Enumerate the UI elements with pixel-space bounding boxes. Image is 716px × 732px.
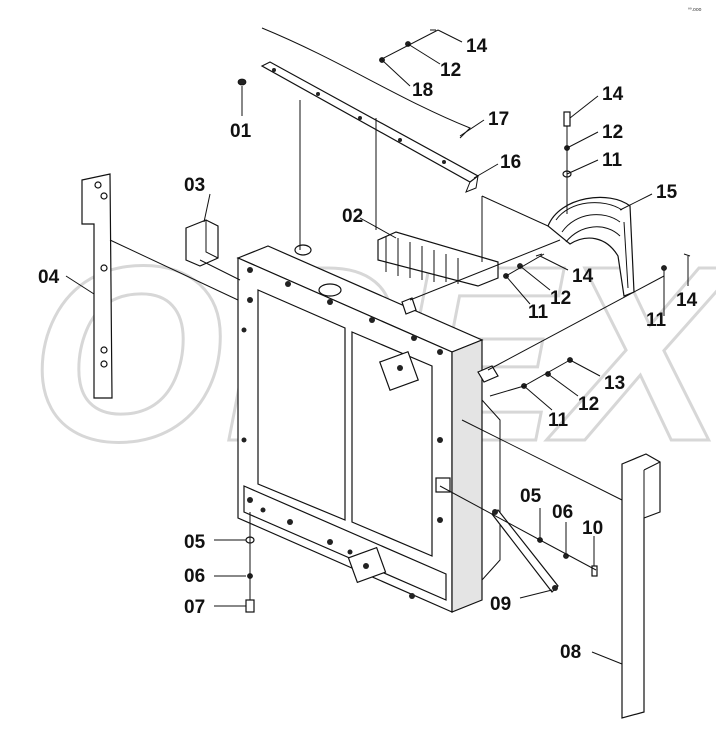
callout-02: 02 xyxy=(342,206,363,227)
part-17-wire xyxy=(261,27,471,139)
part-15-fan-guard xyxy=(547,196,635,297)
part-08-bar xyxy=(621,453,661,719)
callout-11-mid: 11 xyxy=(528,302,549,323)
callout-14-top: 14 xyxy=(466,36,488,57)
callout-15: 15 xyxy=(656,182,678,203)
callout-12-right-stack: 12 xyxy=(602,122,623,143)
callout-12-lower: 12 xyxy=(578,394,599,415)
callout-07: 07 xyxy=(184,597,205,618)
small-tab xyxy=(401,297,417,315)
callout-16: 16 xyxy=(500,152,521,173)
callout-03: 03 xyxy=(184,175,205,196)
part-02-fan-guard xyxy=(377,231,499,287)
part-09-stay-rod xyxy=(435,477,559,593)
callout-04: 04 xyxy=(38,267,60,288)
callout-14-mid: 14 xyxy=(572,266,594,287)
callout-11-far-right: 11 xyxy=(646,310,667,331)
callout-12-top: 12 xyxy=(440,60,461,81)
callout-11-right-stack: 11 xyxy=(602,150,623,171)
callout-05-right: 05 xyxy=(520,486,542,507)
callout-09: 09 xyxy=(490,594,511,615)
callout-17: 17 xyxy=(488,109,509,130)
part-16-top-bar xyxy=(260,61,480,193)
part-03-block xyxy=(185,219,219,267)
callout-06-left: 06 xyxy=(184,566,205,587)
leader-lines xyxy=(65,29,689,665)
callout-18: 18 xyxy=(412,80,433,101)
small-bracket xyxy=(477,365,499,383)
radiator-frame xyxy=(236,244,501,613)
corner-mark: ºº.ooo xyxy=(688,7,702,13)
callout-12-mid: 12 xyxy=(550,288,571,309)
callout-13: 13 xyxy=(604,373,625,394)
callout-08: 08 xyxy=(560,642,581,663)
callout-06-right: 06 xyxy=(552,502,573,523)
callout-05-left: 05 xyxy=(184,532,206,553)
callout-10: 10 xyxy=(582,518,603,539)
callout-14-far-right: 14 xyxy=(676,290,698,311)
part-04-bracket-plate xyxy=(81,173,113,399)
callout-labels: 01 02 03 04 05 05 06 06 07 08 09 10 11 1… xyxy=(38,36,698,663)
callout-14-right-stack: 14 xyxy=(602,84,624,105)
callout-11-lower: 11 xyxy=(548,410,569,431)
callout-01: 01 xyxy=(230,121,252,142)
